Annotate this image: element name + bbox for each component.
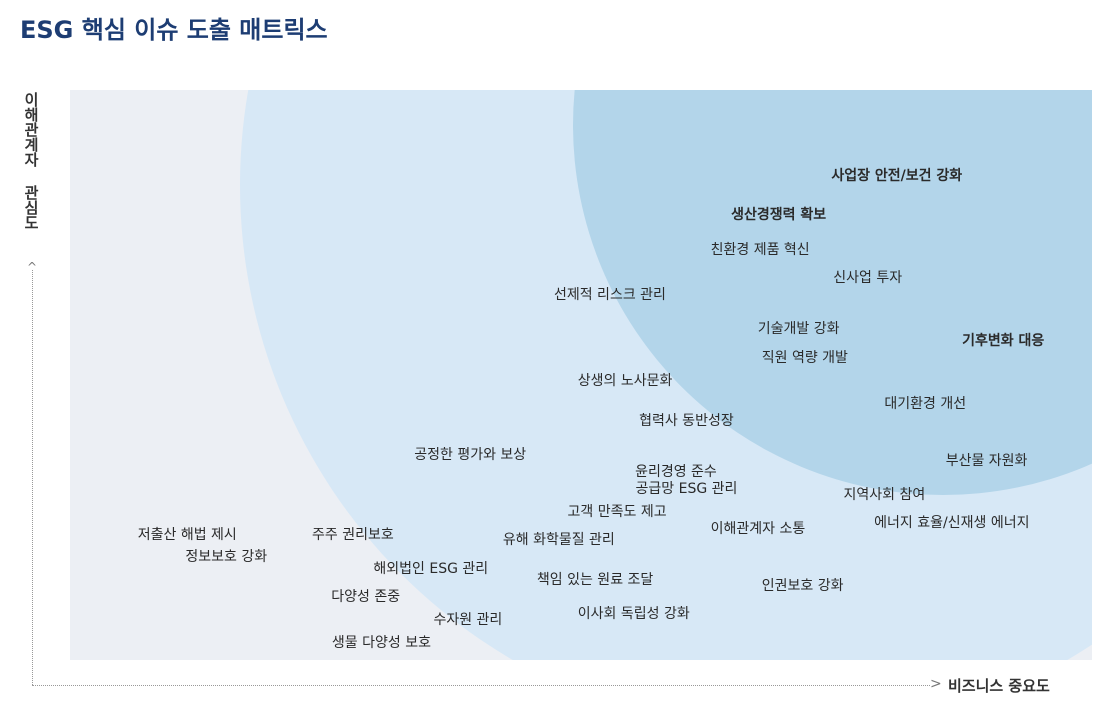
data-point: 책임 있는 원료 조달 — [523, 571, 653, 589]
data-point-marker — [1046, 336, 1056, 346]
data-point-label: 주주 권리보호 — [312, 526, 394, 543]
data-point: 수자원 관리 — [433, 611, 516, 629]
data-point-marker — [964, 171, 974, 181]
data-point-label: 상생의 노사문화 — [577, 372, 673, 389]
data-point-marker — [841, 324, 851, 334]
data-point: 정보보호 강화 — [185, 548, 281, 566]
data-point: 이사회 독립성 강화 — [564, 605, 690, 623]
data-point-marker — [504, 615, 514, 625]
data-point-label: 윤리경영 준수 — [635, 463, 717, 480]
data-point-marker — [361, 564, 371, 574]
data-point: 대기환경 개선 — [870, 395, 966, 413]
data-point-marker — [300, 530, 310, 540]
data-point: 이해관계자 소통 — [697, 520, 806, 538]
data-point-label: 협력사 동반성장 — [639, 412, 734, 429]
data-point-label: 이사회 독립성 강화 — [577, 606, 690, 623]
data-point-marker — [832, 490, 842, 500]
data-point-label: 책임 있는 원료 조달 — [536, 572, 654, 589]
data-point-marker — [699, 245, 709, 255]
x-axis-label: 비즈니스 중요도 — [948, 677, 1050, 695]
data-point-marker — [239, 530, 249, 540]
data-point-label: 이해관계자 소통 — [710, 520, 806, 537]
data-point-marker — [862, 518, 872, 528]
data-point: 지역사회 참여 — [830, 486, 926, 504]
data-point-label: 에너지 효율/신재생 에너지 — [874, 515, 1030, 532]
data-point-label: 직원 역량 개발 — [761, 349, 848, 366]
data-point-marker — [433, 638, 443, 648]
data-point-label: 선제적 리스크 관리 — [553, 287, 666, 304]
data-point-label: 생산경쟁력 확보 — [731, 207, 827, 224]
data-point-label: 생물 다양성 보호 — [331, 634, 431, 651]
data-point-marker — [699, 524, 709, 534]
data-point-marker — [872, 399, 882, 409]
data-point: 인권보호 강화 — [748, 577, 844, 595]
y-axis-arrow-icon: ^ — [27, 260, 38, 274]
data-point: 공정한 평가와 보상 — [400, 446, 526, 464]
data-point-marker — [402, 592, 412, 602]
data-point-label: 친환경 제품 혁신 — [710, 241, 810, 258]
data-point: 유해 화학물질 관리 — [503, 531, 629, 549]
chart-title: ESG 핵심 이슈 도출 매트릭스 — [20, 16, 328, 44]
data-point: 다양성 존중 — [331, 588, 414, 606]
data-point-marker — [719, 467, 729, 477]
data-point: 윤리경영 준수 — [635, 463, 731, 481]
data-point-label: 기술개발 강화 — [757, 321, 840, 338]
data-point: 저출산 해법 제시 — [138, 526, 251, 544]
data-point: 선제적 리스크 관리 — [554, 286, 680, 304]
data-point: 상생의 노사문화 — [564, 372, 673, 390]
data-point-marker — [566, 376, 576, 386]
data-point-label: 지역사회 참여 — [843, 486, 926, 503]
data-point-label: 수자원 관리 — [433, 612, 503, 629]
data-point-label: 저출산 해법 제시 — [137, 526, 237, 543]
data-point-label: 사업장 안전/보건 강화 — [831, 167, 963, 184]
data-point-label: 다양성 존중 — [331, 589, 401, 606]
data-point-marker — [719, 210, 729, 220]
data-point: 기술개발 강화 — [758, 320, 854, 338]
data-point-marker — [750, 581, 760, 591]
data-point-label: 대기환경 개선 — [884, 395, 967, 412]
data-point-label: 고객 만족도 제고 — [567, 503, 667, 520]
y-axis-label: 이해관계자 관심도 — [22, 92, 40, 230]
data-point-marker — [821, 273, 831, 283]
data-point: 공급망 ESG 관리 — [636, 480, 752, 498]
data-point-label: 인권보호 강화 — [761, 577, 844, 594]
data-point: 생산경쟁력 확보 — [717, 206, 826, 224]
data-point: 주주 권리보호 — [298, 526, 394, 544]
data-point-marker — [525, 575, 535, 585]
data-point-label: 신사업 투자 — [833, 270, 903, 287]
data-point-marker — [617, 535, 627, 545]
data-point-label: 공급망 ESG 관리 — [635, 481, 738, 497]
data-point-label: 공정한 평가와 보상 — [414, 446, 527, 463]
data-point: 친환경 제품 혁신 — [697, 241, 810, 259]
data-point-marker — [750, 353, 760, 363]
data-point-marker — [627, 416, 637, 426]
data-point-marker — [556, 507, 566, 517]
data-point: 직원 역량 개발 — [748, 349, 848, 367]
x-axis-line — [32, 685, 930, 686]
data-point-marker — [402, 450, 412, 460]
data-point-label: 유해 화학물질 관리 — [502, 532, 615, 549]
data-point-marker — [566, 609, 576, 619]
data-point: 기후변화 대응 — [962, 332, 1058, 350]
data-point: 생물 다양성 보호 — [332, 634, 445, 652]
data-point: 신사업 투자 — [819, 269, 902, 287]
data-point: 부산물 자원화 — [932, 452, 1028, 470]
data-point: 해외법인 ESG 관리 — [359, 560, 488, 578]
data-point: 협력사 동반성장 — [625, 412, 734, 430]
data-point-label: 해외법인 ESG 관리 — [373, 560, 489, 577]
data-point: 에너지 효율/신재생 에너지 — [860, 514, 1029, 532]
data-point-marker — [269, 552, 279, 562]
data-point-label: 기후변화 대응 — [962, 332, 1045, 349]
data-point-marker — [739, 484, 749, 494]
x-axis-arrow-icon: > — [930, 676, 942, 692]
y-axis-line — [32, 270, 33, 685]
data-point: 고객 만족도 제고 — [554, 503, 667, 521]
data-point-label: 부산물 자원화 — [945, 452, 1028, 469]
data-point: 사업장 안전/보건 강화 — [831, 167, 976, 185]
data-point-label: 정보보호 강화 — [185, 549, 268, 566]
data-point-marker — [668, 290, 678, 300]
data-point-marker — [934, 456, 944, 466]
